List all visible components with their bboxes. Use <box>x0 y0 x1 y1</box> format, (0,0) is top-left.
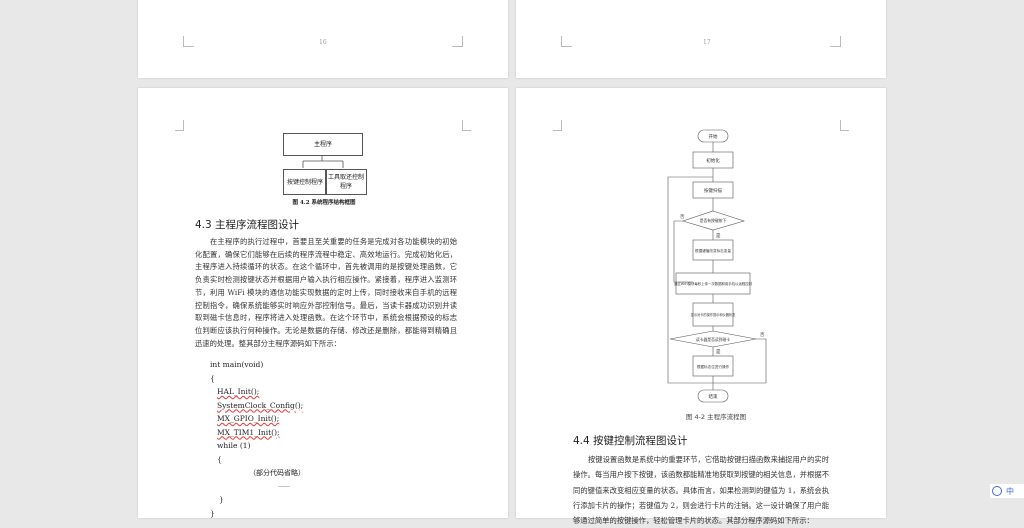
flow-start-shape <box>697 129 729 143</box>
flow-label-no: 否 <box>680 214 685 220</box>
page-left: 主程序 按键控制程序 工具取还控制程序 图 4.2 系统程序结构框图 4.3 主… <box>138 88 508 518</box>
margin-mark <box>830 36 841 47</box>
code-line: while (1) <box>217 441 251 450</box>
flow-start: 开始 <box>709 133 718 140</box>
figure-caption: 图 4.2 系统程序结构框图 <box>292 200 356 206</box>
margin-mark <box>561 36 572 47</box>
flow-end-shape <box>697 389 729 403</box>
flow-scan: 按键扫描 <box>704 187 722 194</box>
code-line: { <box>217 454 222 464</box>
ime-indicator[interactable]: 中 <box>990 484 1024 498</box>
margin-mark <box>183 36 194 47</box>
section-heading: 4.3 主程序流程图设计 <box>195 219 300 231</box>
page-16: 16 <box>138 0 508 78</box>
flow-label-yes: 是 <box>716 349 721 355</box>
flow-wifi: 通过WiFi模块每秒上传一次数据和用手机以远程控制 <box>674 281 753 286</box>
body-paragraph: 按键设置函数是系统中的重要环节，它借助按键扫描函数来捕捉用户的实时操作。每当用户… <box>573 455 829 526</box>
page-17: 17 <box>516 0 886 78</box>
code-line: } <box>210 508 215 518</box>
margin-mark <box>452 36 463 47</box>
margin-mark <box>462 120 471 131</box>
code-line: SystemClock_Config(); <box>217 400 304 410</box>
page-right: 开始 初始化 按键扫描 是否有按键按下 否 是 根据键值改变标志变量 通过WiF… <box>516 88 886 525</box>
body-paragraph: 在主程序的执行过程中，首要且至关重要的任务是完成对各功能模块的初始化配置，确保它… <box>195 237 457 348</box>
ime-logo-icon[interactable] <box>992 486 1002 496</box>
flow-scan-shape <box>692 181 734 199</box>
flow-decision2: 读卡器是否读到磁卡 <box>696 337 730 342</box>
flow-decision1: 是否有按键按下 <box>700 218 727 223</box>
margin-mark <box>553 120 562 131</box>
flow-init-shape <box>692 151 734 169</box>
flow-operate: 根据标志位进行操作 <box>697 364 730 369</box>
flow-init: 初始化 <box>706 157 720 164</box>
margin-mark <box>175 120 184 131</box>
flow-wifi-shape <box>675 272 751 295</box>
diagram-box-key-control: 按键控制程序 <box>283 169 327 195</box>
flow-label-no: 否 <box>760 332 765 338</box>
page-number: 17 <box>703 39 711 46</box>
diagram-connectors <box>302 155 344 168</box>
code-comment: （部分代码省略） <box>249 469 305 477</box>
diagram-box-tool-control: 工具取还控制程序 <box>325 169 367 195</box>
page-number: 16 <box>319 39 327 46</box>
flow-label-yes: 是 <box>716 233 721 239</box>
flow-decision2-shape <box>669 330 757 348</box>
figure-caption: 图 4-2 主程序流程图 <box>685 413 747 421</box>
flow-display-shape <box>692 302 734 327</box>
flow-display: 显示对卡的操作提示和仪器状态 <box>691 312 736 317</box>
code-line: int main(void) <box>210 360 264 369</box>
diagram-box-main: 主程序 <box>283 133 363 156</box>
flow-operate-shape <box>692 355 734 377</box>
code-line: HAL_Init(); <box>217 387 260 396</box>
flow-change-var: 根据键值改变标志变量 <box>695 248 731 253</box>
code-line: { <box>210 373 215 383</box>
flow-change-var-shape <box>692 239 734 261</box>
code-line: } <box>219 495 224 504</box>
code-line: MX_GPIO_Init(); <box>217 414 280 423</box>
ime-language-label[interactable]: 中 <box>1006 486 1014 496</box>
margin-mark <box>840 120 849 131</box>
flow-end: 结束 <box>709 393 718 400</box>
main-flowchart: 开始 初始化 按键扫描 是否有按键按下 否 是 根据键值改变标志变量 通过WiF… <box>667 129 767 403</box>
section-heading: 4.4 按键控制流程图设计 <box>573 435 688 447</box>
code-line: MX_TIM1_Init(); <box>217 427 280 437</box>
flow-decision1-shape <box>682 210 746 231</box>
code-line: …… <box>278 481 290 489</box>
